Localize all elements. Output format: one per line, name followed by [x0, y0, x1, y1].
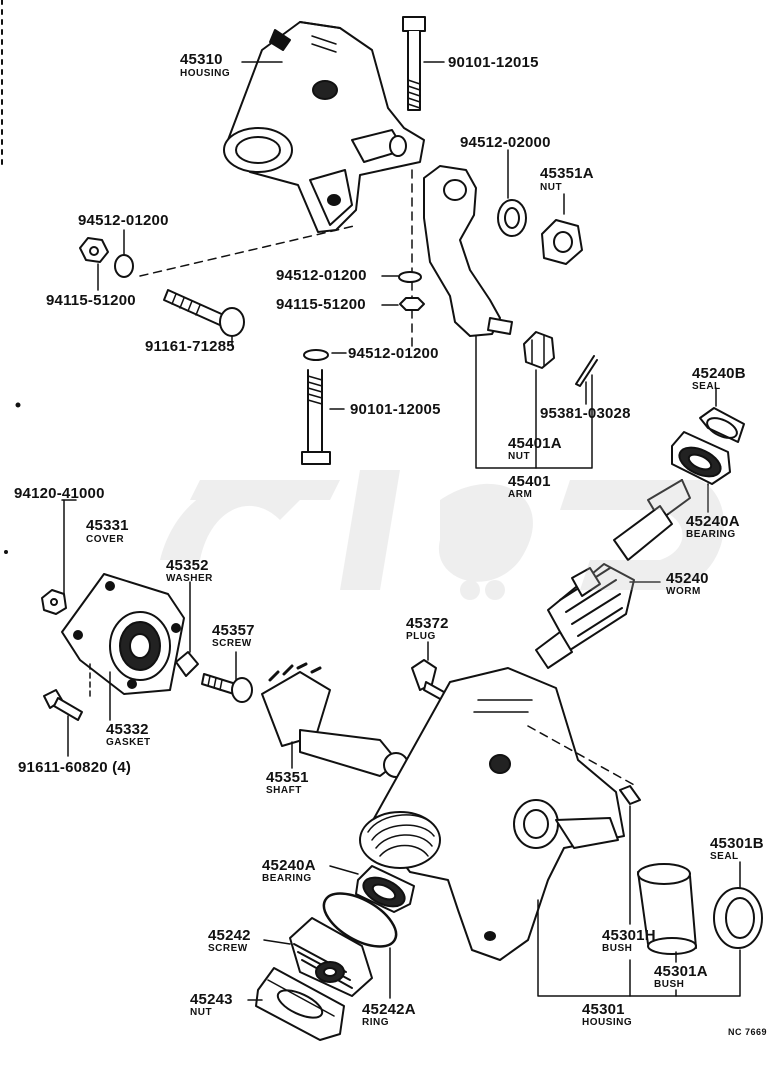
bearing-45240A-upper-drawing	[671, 431, 731, 485]
part-number-94120-41000: 94120-41000	[14, 485, 105, 502]
part-number-45351A: 45351A	[540, 165, 594, 182]
part-number-94512-02000: 94512-02000	[460, 134, 551, 151]
ring-45242A-drawing	[322, 892, 398, 948]
part-number-94115-51200-mid: 94115-51200	[276, 296, 366, 313]
part-name-45301B: SEAL	[710, 851, 739, 862]
pitman-arm-drawing	[423, 165, 513, 337]
part-number-45301B: 45301B	[710, 835, 764, 852]
part-number-91161-71285: 91161-71285	[145, 338, 235, 355]
upper-housing-drawing	[223, 21, 425, 233]
washer-94512-mid-drawing	[398, 271, 422, 283]
part-number-45401A: 45401A	[508, 435, 562, 452]
part-number-45243: 45243	[190, 991, 233, 1008]
housing-alignment-line	[527, 725, 637, 787]
part-name-45240B: SEAL	[692, 381, 721, 392]
part-name-45301: HOUSING	[582, 1017, 633, 1028]
part-number-45310: 45310	[180, 51, 223, 68]
part-number-90101-12005: 90101-12005	[350, 401, 441, 418]
washer-45352-drawing	[175, 651, 199, 677]
lock-washer-94512-02000-drawing	[497, 199, 527, 237]
washer-94512-low-drawing	[303, 349, 329, 361]
nut-94115-left-drawing	[79, 237, 109, 263]
part-number-45301H: 45301H	[602, 927, 656, 944]
bolt-90101-12005-drawing	[301, 369, 331, 465]
part-number-94512-01200-left: 94512-01200	[78, 212, 169, 229]
part-number-94512-01200-low: 94512-01200	[348, 345, 439, 362]
part-number-45240A-lower: 45240A	[262, 857, 316, 874]
bolt-90101-12015-drawing	[402, 16, 426, 111]
washer-94512-left-drawing	[114, 254, 134, 278]
part-name-45242A: RING	[362, 1017, 389, 1028]
screw-45357-drawing	[201, 673, 253, 703]
nut-94115-mid-drawing	[399, 297, 425, 311]
part-number-45242: 45242	[208, 927, 251, 944]
lower-housing-drawing	[359, 667, 625, 961]
part-name-45372: PLUG	[406, 631, 436, 642]
part-name-45301H: BUSH	[602, 943, 633, 954]
seal-45240B-drawing	[699, 407, 745, 443]
part-name-45240: WORM	[666, 586, 701, 597]
part-name-45351A: NUT	[540, 182, 563, 193]
part-name-45352: WASHER	[166, 573, 213, 584]
part-number-45240: 45240	[666, 570, 709, 587]
part-name-45242: SCREW	[208, 943, 248, 954]
nut-94120-drawing	[41, 589, 67, 615]
nut-45351A-drawing	[541, 219, 583, 265]
part-name-45332: GASKET	[106, 737, 151, 748]
drawing-code: NC 7669	[728, 1027, 768, 1037]
bush-45301A-drawing	[637, 863, 697, 955]
part-number-45372: 45372	[406, 615, 449, 632]
part-number-90101-12015: 90101-12015	[448, 54, 539, 71]
part-name-45240A-lower: BEARING	[262, 873, 312, 884]
part-number-91611-60820: 91611-60820 (4)	[18, 759, 132, 776]
part-name-45310: HOUSING	[180, 68, 231, 79]
part-name-45301A: BUSH	[654, 979, 685, 990]
part-number-45301: 45301	[582, 1001, 625, 1018]
part-name-45240A-upper: BEARING	[686, 529, 736, 540]
part-name-45331: COVER	[86, 534, 125, 545]
castle-nut-45401A-drawing	[523, 331, 555, 369]
part-number-45357: 45357	[212, 622, 255, 639]
part-number-94512-01200-mid: 94512-01200	[276, 267, 367, 284]
part-name-45401A: NUT	[508, 451, 531, 462]
part-number-45240A-upper: 45240A	[686, 513, 740, 530]
part-number-45351: 45351	[266, 769, 309, 786]
part-number-45331: 45331	[86, 517, 129, 534]
lock-nut-45243-drawing	[255, 967, 345, 1041]
leader-lines	[97, 61, 717, 1001]
part-number-45240B: 45240B	[692, 365, 746, 382]
bush-45301H-drawing	[619, 785, 641, 805]
housing-bracket-line	[537, 899, 741, 997]
part-number-45401: 45401	[508, 473, 551, 490]
bearing-45240A-lower-drawing	[355, 865, 415, 913]
plug-45372-drawing	[411, 659, 445, 701]
bolt-91161-drawing	[163, 289, 245, 337]
part-number-45301A: 45301A	[654, 963, 708, 980]
cotter-pin-drawing	[575, 355, 598, 387]
part-number-45352: 45352	[166, 557, 209, 574]
sector-shaft-drawing	[261, 662, 409, 778]
part-number-94115-51200-left: 94115-51200	[46, 292, 136, 309]
part-number-45242A: 45242A	[362, 1001, 416, 1018]
cover-45331-drawing	[61, 573, 185, 695]
part-name-45357: SCREW	[212, 638, 252, 649]
left-alignment-line	[139, 225, 355, 277]
part-name-45243: NUT	[190, 1007, 213, 1018]
part-number-45332: 45332	[106, 721, 149, 738]
part-name-45351: SHAFT	[266, 785, 302, 796]
part-number-95381-03028: 95381-03028	[540, 405, 631, 422]
part-name-45401: ARM	[508, 489, 533, 500]
bolt-91611-drawing	[43, 689, 83, 721]
seal-45301B-drawing	[713, 887, 763, 949]
worm-shaft-drawing	[535, 479, 691, 669]
adjusting-screw-45242-drawing	[289, 917, 373, 997]
arm-bracket-line	[475, 335, 593, 469]
